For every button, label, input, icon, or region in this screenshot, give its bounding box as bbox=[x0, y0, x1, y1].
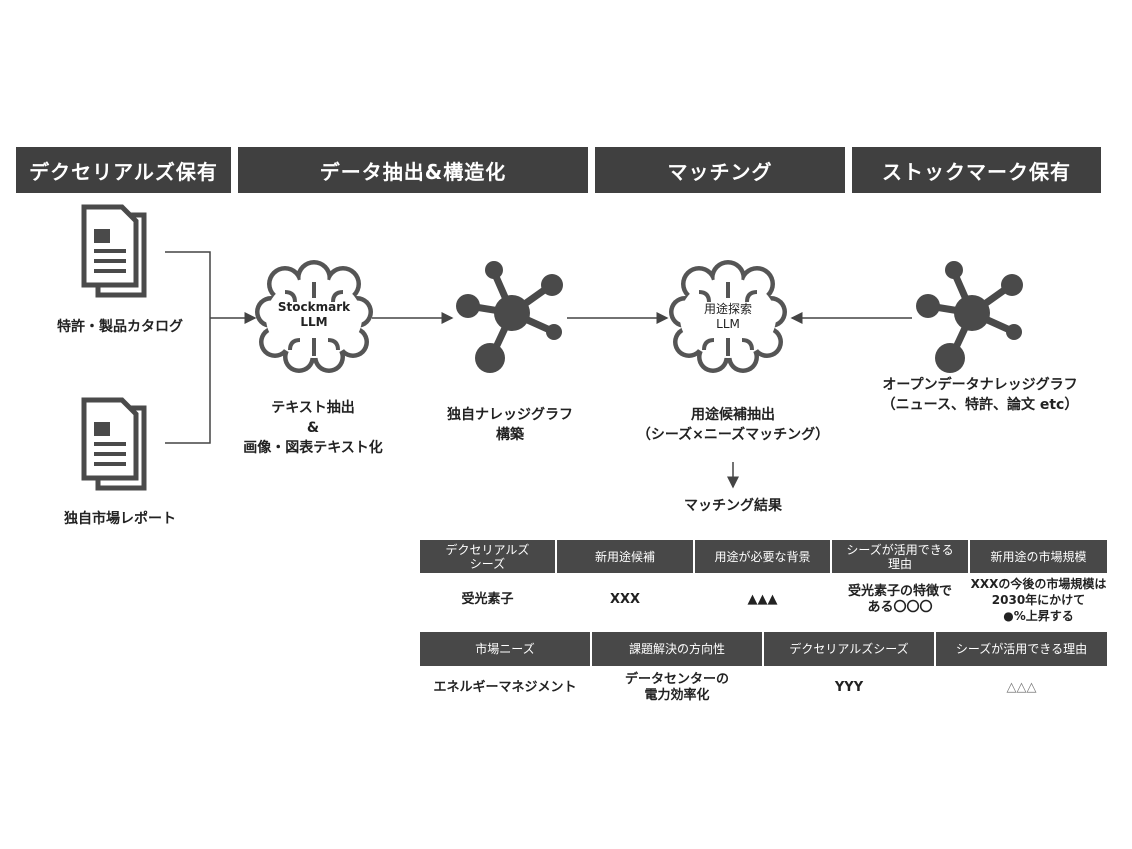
llm1-line2: LLM bbox=[300, 315, 328, 329]
llm1-line1: Stockmark bbox=[277, 300, 351, 314]
caption-line: （シーズ×ニーズマッチング） bbox=[636, 427, 830, 443]
table-header-cell: シーズが活用できる理由 bbox=[936, 632, 1107, 666]
table-header-cell: 課題解決の方向性 bbox=[592, 632, 762, 666]
table-header-cell: 新用途の市場規模 bbox=[970, 540, 1107, 573]
table-header-cell: 新用途候補 bbox=[557, 540, 693, 573]
table-header-cell: 用途が必要な背景 bbox=[695, 540, 830, 573]
knowledge-graph-icon bbox=[456, 261, 563, 373]
table-cell: 受光素子 bbox=[461, 592, 514, 607]
kg1-caption: 独自ナレッジグラフ構築 bbox=[447, 405, 573, 445]
header-stockmark: ストックマーク保有 bbox=[852, 147, 1101, 193]
table-cell: エネルギーマネジメント bbox=[433, 680, 577, 695]
table-cell: 受光素子の特徴で ある〇〇〇 bbox=[847, 584, 952, 615]
table-header-cell: シーズが活用できる 理由 bbox=[832, 540, 968, 573]
caption-line: & bbox=[306, 420, 320, 436]
caption-line: （ニュース、特許、論文 etc） bbox=[881, 397, 1079, 413]
table-header-cell: デクセリアルズシーズ bbox=[764, 632, 934, 666]
table-cell: YYY bbox=[834, 680, 864, 695]
knowledge-graph-icon bbox=[916, 261, 1023, 373]
table-cell: データセンターの 電力効率化 bbox=[624, 672, 729, 703]
llm2-line1: 用途探索 bbox=[703, 302, 753, 316]
table-header-cell: 市場ニーズ bbox=[420, 632, 590, 666]
llm2-caption: 用途候補抽出 （シーズ×ニーズマッチング） bbox=[637, 405, 829, 445]
table-header-cell: デクセリアルズ シーズ bbox=[420, 540, 555, 573]
doc1-label: 特許・製品カタログ bbox=[57, 319, 183, 335]
llm2-line2: LLM bbox=[716, 317, 740, 331]
matching-result-label: マッチング結果 bbox=[684, 498, 782, 514]
brain-cloud-icon bbox=[669, 260, 787, 373]
brain-cloud-icon bbox=[255, 260, 373, 373]
header-matching: マッチング bbox=[595, 147, 845, 193]
table-cell: △△△ bbox=[1006, 680, 1037, 695]
caption-line: 独自ナレッジグラフ bbox=[447, 407, 573, 423]
doc2-label: 独自市場レポート bbox=[64, 511, 176, 527]
document-icon bbox=[81, 204, 147, 298]
caption-line: オープンデータナレッジグラフ bbox=[882, 377, 1078, 393]
document-icon bbox=[81, 397, 147, 491]
caption-line: 構築 bbox=[496, 427, 524, 443]
caption-line: 画像・図表テキスト化 bbox=[243, 440, 383, 456]
table-cell: XXXの今後の市場規模は 2030年にかけて ●%上昇する bbox=[970, 577, 1107, 623]
table-cell: XXX bbox=[609, 592, 641, 607]
kg2-caption: オープンデータナレッジグラフ （ニュース、特許、論文 etc） bbox=[882, 375, 1079, 415]
table-cell: ▲▲▲ bbox=[747, 592, 778, 607]
header-extraction: データ抽出&構造化 bbox=[238, 147, 588, 193]
caption-line: 用途候補抽出 bbox=[691, 407, 775, 423]
header-dexerials: デクセリアルズ保有 bbox=[16, 147, 231, 193]
llm1-caption: テキスト抽出 & 画像・図表テキスト化 bbox=[243, 398, 383, 458]
caption-line: テキスト抽出 bbox=[271, 400, 355, 416]
